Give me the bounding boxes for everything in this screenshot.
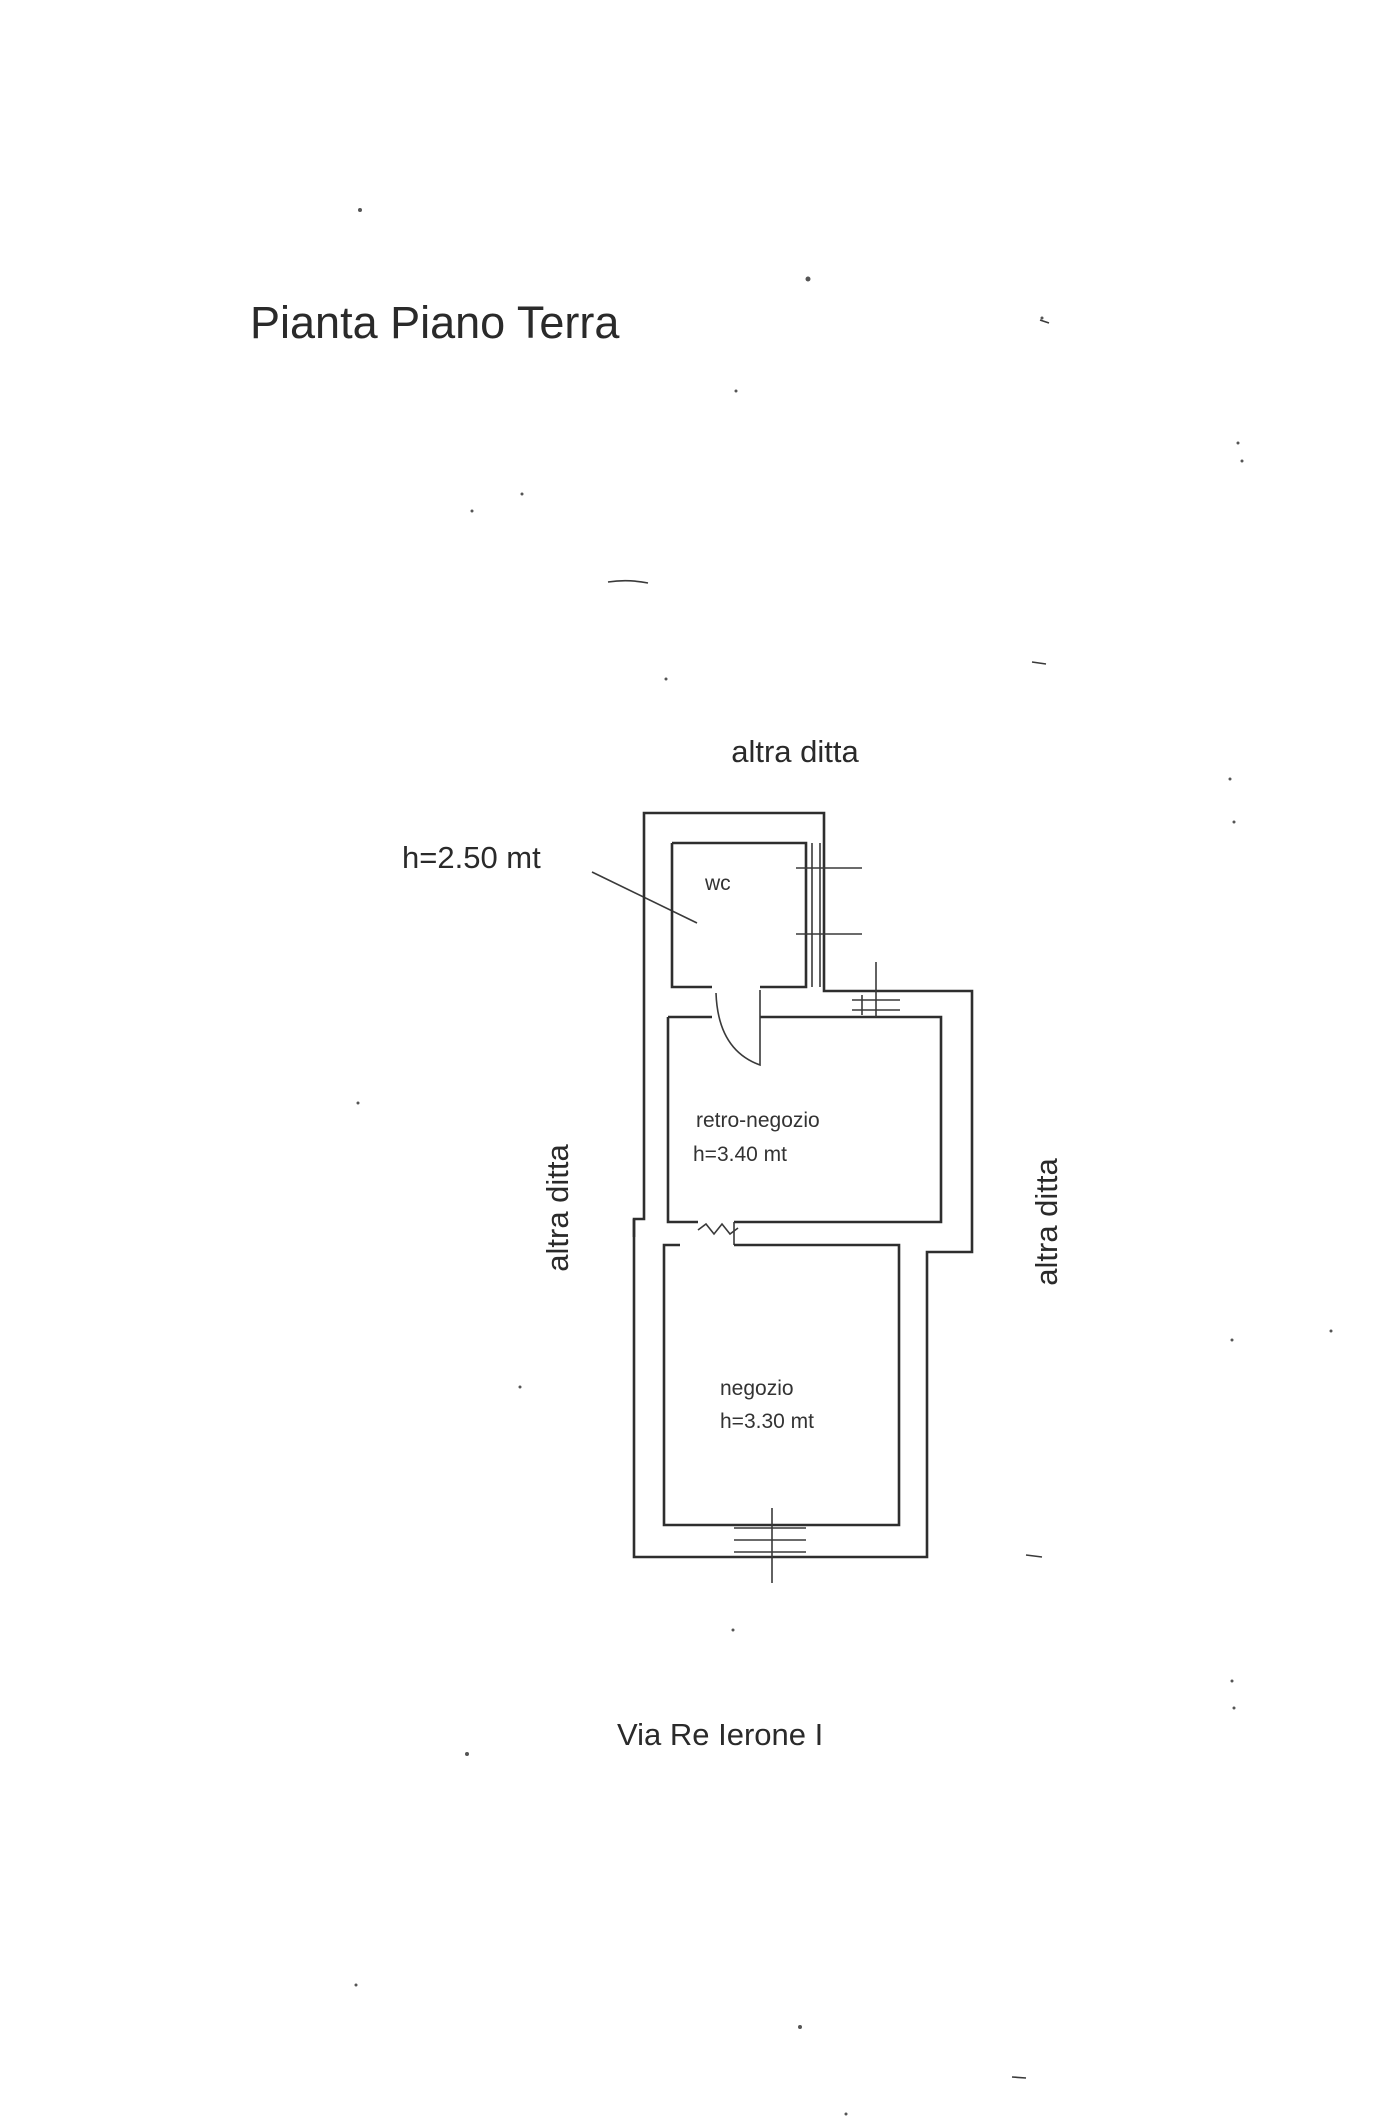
negozio-room-wall — [662, 1243, 901, 1527]
neighbor-left-label: altra ditta — [540, 1143, 575, 1271]
retro-door-opening — [697, 1222, 739, 1236]
wc-height-note: h=2.50 mt — [402, 840, 541, 875]
street-label: Via Re Ierone I — [617, 1717, 823, 1752]
room-retro-label: retro-negozio — [696, 1109, 820, 1132]
plan-title: Pianta Piano Terra — [250, 297, 620, 348]
neighbor-right-label: altra ditta — [1029, 1157, 1064, 1285]
room-retro-height: h=3.40 mt — [693, 1143, 787, 1166]
room-wc-label: wc — [704, 872, 731, 895]
wc-door — [715, 990, 761, 1067]
building-outer-wall — [632, 811, 974, 1559]
scan-specks — [354, 208, 1333, 2116]
room-negozio-height: h=3.30 mt — [720, 1410, 814, 1433]
room-negozio-label: negozio — [720, 1377, 794, 1400]
wc-room-wall — [672, 841, 808, 989]
neighbor-top-label: altra ditta — [731, 734, 859, 769]
